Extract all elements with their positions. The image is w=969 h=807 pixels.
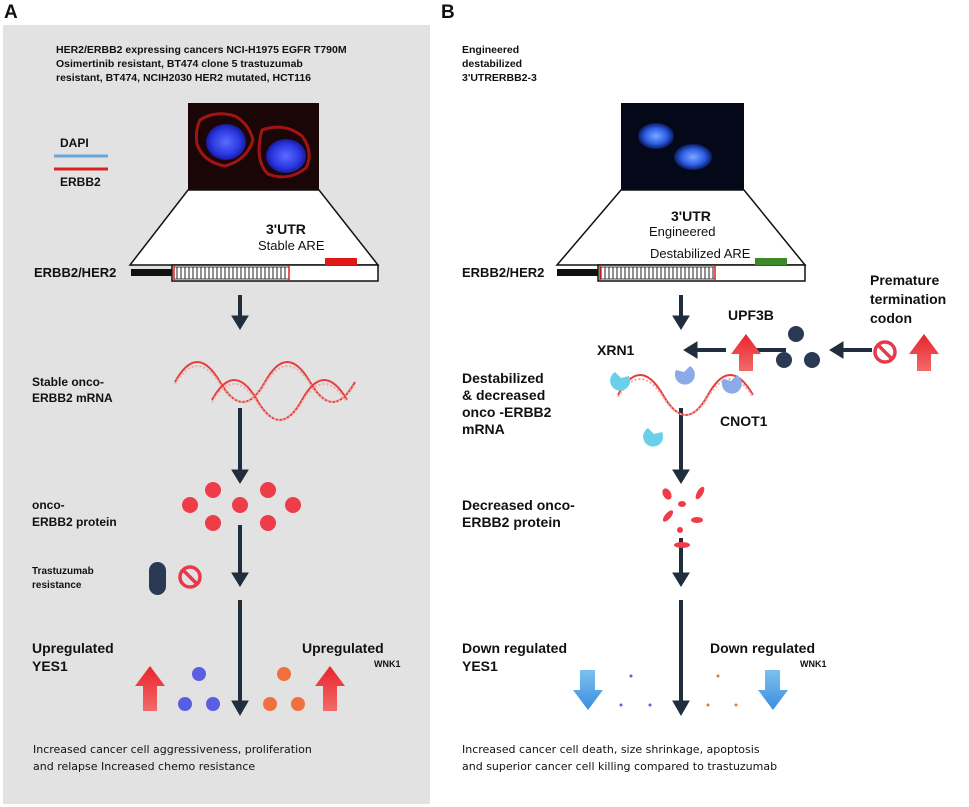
- mrna-label-b: Destabilized & decreased onco -ERBB2 mRN…: [462, 370, 552, 437]
- panel-b-letter: B: [441, 2, 455, 23]
- upf3b-up-arrow: [731, 334, 761, 371]
- wnk1-sublabel-a: WNK1: [374, 659, 401, 669]
- mrna-waves-a: [174, 361, 356, 421]
- degrader-enzymes: [610, 366, 742, 447]
- wnk1-up-arrow: [315, 666, 345, 711]
- panel-a-letter: A: [4, 2, 18, 23]
- wnk1-sublabel-b: WNK1: [800, 659, 827, 669]
- cnot1-label: CNOT1: [720, 413, 768, 429]
- destabilized-are-label: Destabilized ARE: [650, 246, 751, 261]
- gene-bar-b: [557, 258, 806, 282]
- trastuzumab-capsule: [149, 562, 166, 595]
- upf3b-dots: [776, 326, 820, 368]
- engineered-label: Engineered: [649, 224, 716, 239]
- no-symbol-a: [178, 565, 202, 589]
- microscopy-image-a: [188, 103, 319, 190]
- yes1-label-b: Down regulated YES1: [462, 640, 568, 674]
- wnk1-label-b: Down regulated: [710, 640, 816, 656]
- mrna-label-a: Stable onco- ERBB2 mRNA: [32, 375, 113, 405]
- wnk1-down-arrow: [758, 670, 788, 710]
- dapi-legend-label: DAPI: [60, 136, 89, 150]
- upf3b-label: UPF3B: [728, 307, 774, 323]
- utr-label-b: 3'UTR: [671, 208, 711, 224]
- zoom-trapezoid-a: [128, 189, 380, 266]
- resistance-label: Trastuzumab resistance: [32, 566, 94, 591]
- caption-b: Increased cancer cell death, size shrink…: [462, 743, 778, 773]
- flow-arrows-a: [231, 295, 249, 717]
- panel-b-header: Engineered destabilized 3'UTRERBB2-3: [462, 44, 537, 84]
- protein-fragments-b: [662, 486, 705, 548]
- mrna-wave-b: [617, 374, 754, 416]
- yes1-dots-a: [178, 667, 220, 711]
- protein-label-a: onco- ERBB2 protein: [32, 498, 117, 529]
- protein-label-b: Decreased onco- ERBB2 protein: [462, 497, 575, 530]
- destabilized-are-marker: [755, 258, 787, 265]
- yes1-up-arrow: [135, 666, 165, 711]
- erbb2-legend-label: ERBB2: [60, 175, 101, 189]
- microscopy-image-b: [621, 103, 744, 190]
- ptc-up-arrow: [909, 334, 939, 371]
- yes1-label-a: Upregulated YES1: [32, 640, 114, 674]
- wnk1-dots-b: [706, 674, 738, 707]
- gene-label-a: ERBB2/HER2: [34, 265, 117, 280]
- ptc-label: Premature termination codon: [870, 272, 947, 326]
- yes1-down-arrow: [573, 670, 603, 710]
- stable-are-label: Stable ARE: [258, 238, 325, 253]
- yes1-dots-b: [619, 674, 652, 707]
- gene-bar-a: [131, 258, 379, 282]
- gene-label-b: ERBB2/HER2: [462, 265, 545, 280]
- no-symbol-b: [873, 340, 897, 364]
- caption-a: Increased cancer cell aggressiveness, pr…: [33, 743, 312, 773]
- wnk1-label-a: Upregulated: [302, 640, 384, 656]
- utr-label-a: 3'UTR: [266, 221, 306, 237]
- stable-are-marker: [325, 258, 357, 265]
- panel-a-header: HER2/ERBB2 expressing cancers NCI-H1975 …: [56, 44, 347, 84]
- wnk1-dots-a: [263, 667, 305, 711]
- xrn1-label: XRN1: [597, 342, 635, 358]
- protein-dots-a: [182, 482, 301, 531]
